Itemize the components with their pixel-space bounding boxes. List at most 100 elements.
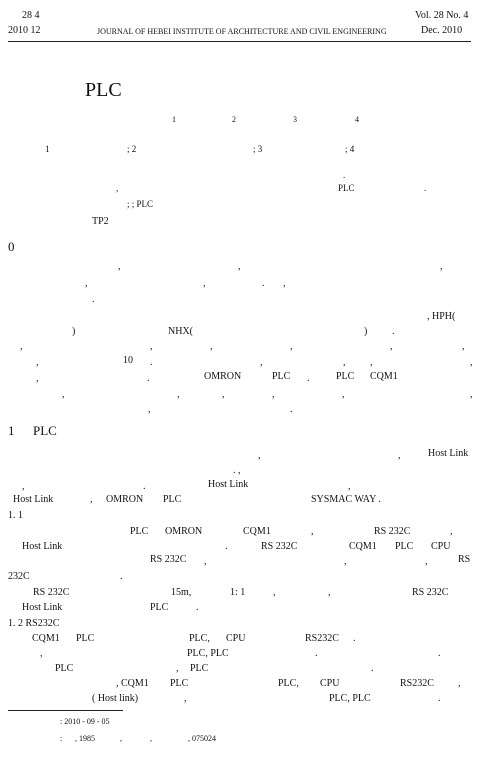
subsection-1-2-heading: 1. 2 RS232C: [8, 618, 60, 629]
rs232c-term: RS 232C: [261, 541, 298, 552]
rs232c-term: RS 232C: [33, 587, 70, 598]
cpu-term: CPU: [320, 678, 340, 689]
punct: ,: [238, 261, 241, 272]
rs232c-term: RS 232C: [150, 554, 187, 565]
rs232c-term: RS232C: [400, 678, 434, 689]
punct: ,: [222, 389, 225, 400]
plc-term: PLC: [190, 663, 209, 674]
punct: . ,: [233, 465, 241, 476]
author-mark-1: 1: [172, 115, 176, 124]
punct: ,: [120, 734, 122, 743]
host-link-term-2: Host Link: [208, 479, 249, 490]
host-link-paren: ( Host link): [92, 693, 139, 704]
punct: ,: [22, 481, 25, 492]
punct: ,: [176, 663, 179, 674]
plc-term: PLC: [76, 633, 95, 644]
punct: .: [120, 571, 123, 582]
clc-number: TP2: [92, 216, 109, 227]
keywords: ; ; PLC: [127, 199, 154, 209]
section-0-period-2: .: [150, 357, 153, 368]
punct: ,: [328, 587, 331, 598]
punct: ,: [150, 734, 152, 743]
plc-term: PLC: [130, 526, 149, 537]
punct: ,: [260, 357, 263, 368]
punct: ,: [344, 556, 347, 567]
header-rule: [8, 41, 471, 42]
host-link-term-5: Host Link: [22, 602, 63, 613]
plc-term: PLC,: [189, 633, 210, 644]
punct: ,: [458, 678, 461, 689]
punct: ,: [273, 587, 276, 598]
punct: ,: [204, 556, 207, 567]
author-bio-postcode: , 075024: [188, 734, 216, 743]
punct: .: [225, 541, 228, 552]
punct: ,: [118, 261, 121, 272]
header-volume: Vol. 28 No. 4: [415, 10, 469, 21]
plc-term: PLC: [170, 678, 189, 689]
punct: ,: [40, 648, 43, 659]
journal-name: JOURNAL OF HEBEI INSTITUTE OF ARCHITECTU…: [97, 27, 387, 36]
punct: ,: [184, 693, 187, 704]
punct: ,: [272, 389, 275, 400]
plc-term: PLC, PLC: [329, 693, 371, 704]
section-0-nhx: NHX(: [168, 326, 193, 337]
author-mark-3: 3: [293, 115, 297, 124]
punct: ,: [20, 341, 23, 352]
punct: ,: [210, 341, 213, 352]
rs232c-term: RS 232C: [412, 587, 449, 598]
punct: .: [371, 663, 374, 674]
punct: .: [196, 602, 199, 613]
punct: ,: [177, 389, 180, 400]
punct: ,: [342, 389, 345, 400]
abstract-line-1: .: [343, 170, 346, 180]
punct: .: [147, 373, 150, 384]
cqm1-term: , CQM1: [116, 678, 149, 689]
author-bio-colon: :: [60, 734, 63, 743]
punct: .: [290, 404, 293, 415]
cpu-term: CPU: [431, 541, 451, 552]
header-issue: 28 4: [22, 10, 40, 21]
punct: ,: [462, 341, 465, 352]
omron-term: OMRON: [165, 526, 203, 537]
section-0-plc-2: PLC: [336, 371, 355, 382]
punct: .: [353, 633, 356, 644]
plc-term: PLC: [163, 494, 182, 505]
paper-title: PLC: [85, 79, 122, 101]
plc-term: PLC: [55, 663, 74, 674]
host-link-term: Host Link: [428, 448, 469, 459]
abstract-line-2-a: ,: [116, 183, 119, 193]
punct: ,: [370, 357, 373, 368]
rs-term: RS: [458, 554, 471, 565]
abstract-line-2-c: .: [424, 183, 427, 193]
punct: .: [262, 278, 265, 289]
section-0-ten: 10: [123, 355, 133, 366]
author-bio-year: , 1985: [75, 734, 95, 743]
cpu-term: CPU: [226, 633, 246, 644]
affiliation-2: ; 2: [127, 144, 137, 154]
header-date: 2010 12: [8, 25, 41, 36]
distance-15m: 15m,: [171, 587, 192, 598]
cqm1-term: CQM1: [32, 633, 60, 644]
punct: ,: [85, 278, 88, 289]
punct: ,: [311, 526, 314, 537]
punct: ,: [203, 278, 206, 289]
footnote-rule: [8, 710, 123, 711]
subsection-1-1-heading: 1. 1: [8, 510, 23, 521]
punct: ,: [62, 389, 65, 400]
punct: ,: [450, 526, 453, 537]
punct: ,: [343, 357, 346, 368]
punct: .: [438, 648, 441, 659]
section-0-cqm1: CQM1: [370, 371, 398, 382]
punct: .: [438, 693, 441, 704]
plc-term: PLC, PLC: [187, 648, 229, 659]
punct: ,: [425, 556, 428, 567]
punct: ,: [290, 341, 293, 352]
punct: .: [143, 481, 146, 492]
punct: ,: [148, 404, 151, 415]
author-mark-4: 4: [355, 115, 359, 124]
punct: .: [307, 373, 310, 384]
host-link-term-4: Host Link: [22, 541, 63, 552]
section-0-period: .: [392, 326, 395, 337]
punct: ,: [90, 494, 93, 505]
sysmac-way-term: SYSMAC WAY .: [311, 494, 381, 505]
